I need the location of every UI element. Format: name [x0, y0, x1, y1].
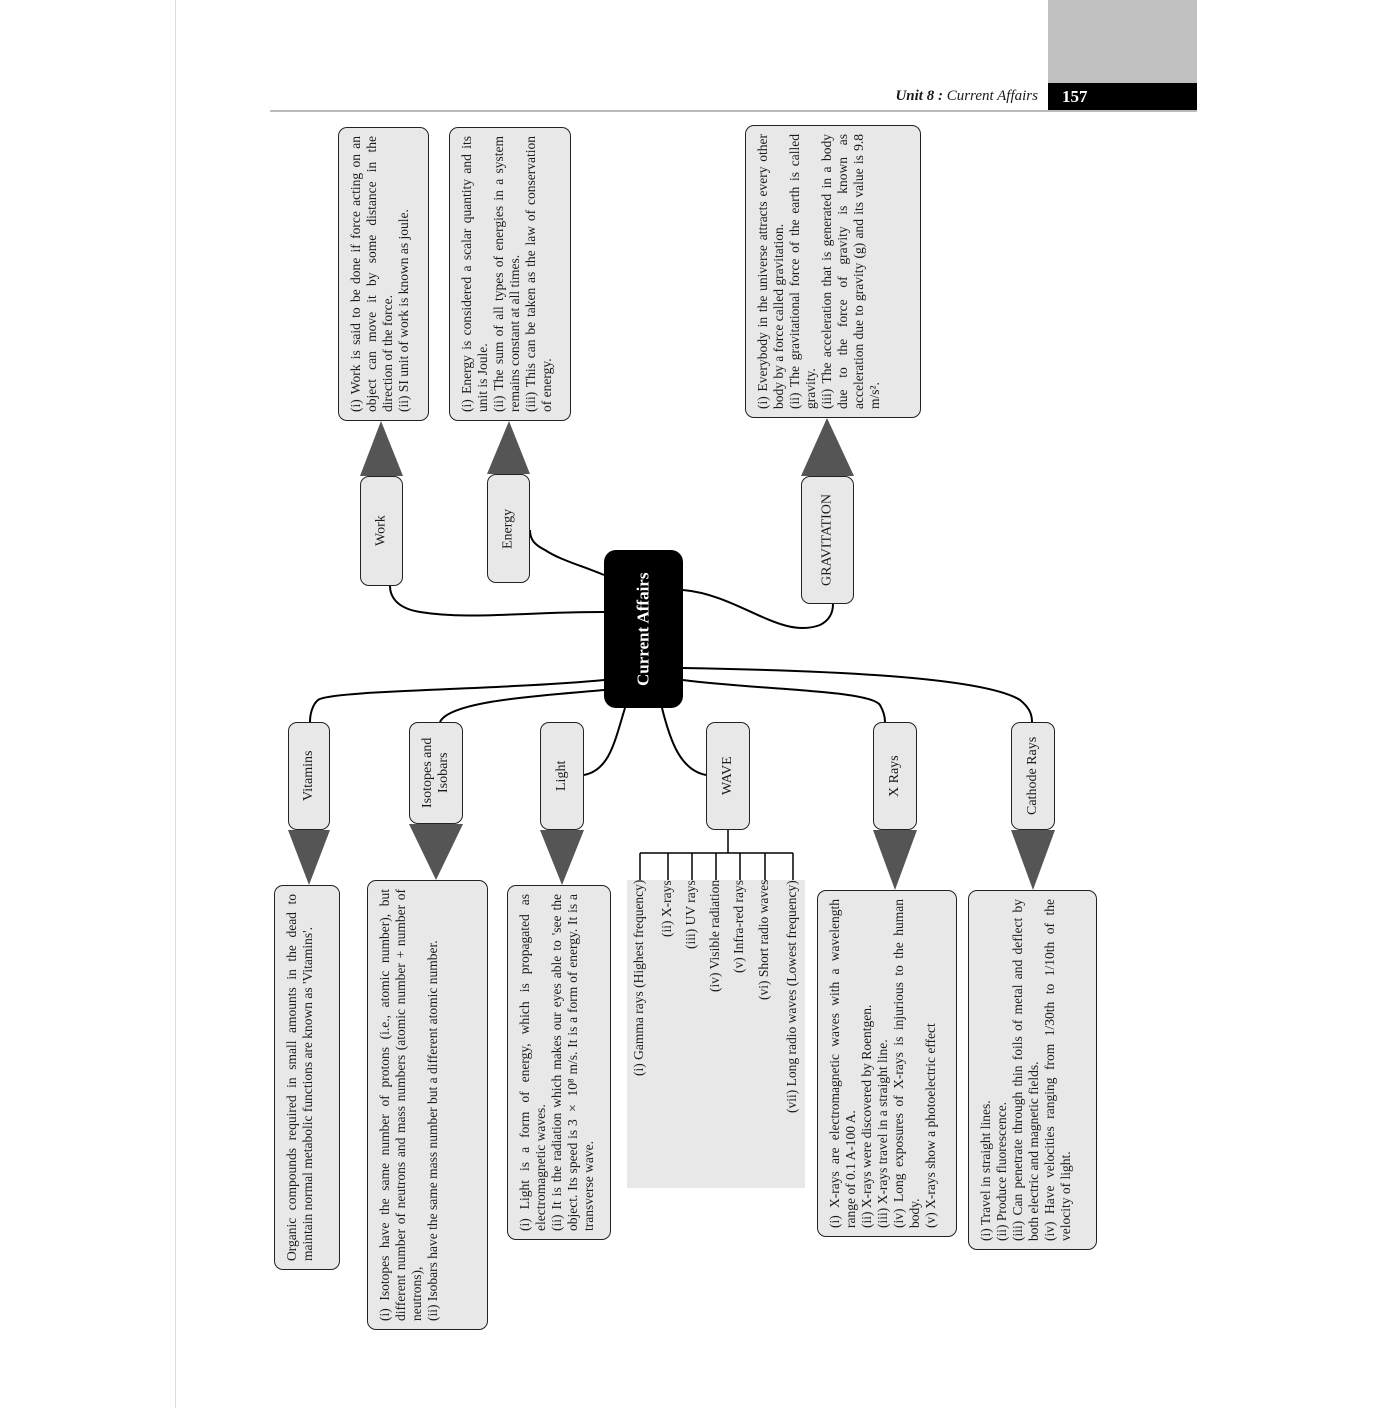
pointer-vitamins: [288, 830, 330, 885]
central-topic: Current Affairs: [604, 550, 683, 708]
connector-vitamins: [309, 679, 605, 723]
wave-item-text: (iii) UV rays: [683, 880, 698, 949]
header-tab: [1048, 0, 1197, 83]
wave-item-text: (iv) Visible radiation: [707, 880, 722, 993]
pointer-gravitation: [801, 418, 854, 476]
detail-line: (ii) X-rays were discovered by Roentgen.: [859, 1004, 874, 1228]
connector-energy: [529, 529, 605, 576]
node-label: GRAVITATION: [819, 494, 835, 586]
detail-line: (iii) The acceleration that is generated…: [819, 134, 882, 409]
detail-line: (i) Energy is considered a scalar quanti…: [459, 136, 490, 412]
detail-work: (i) Work is said to be done if force act…: [338, 127, 429, 421]
node-work: Work: [360, 476, 403, 586]
detail-isotopes: (i) Isotopes have the same number of pro…: [367, 880, 488, 1330]
wave-tree: [639, 830, 794, 880]
central-topic-text: Current Affairs: [633, 572, 653, 686]
detail-line: (i) Work is said to be done if force act…: [348, 136, 395, 412]
detail-line: (iv) Long exposures of X-rays is injurio…: [891, 899, 922, 1228]
connector-cathode: [682, 667, 1033, 723]
detail-line: (i) Isotopes have the same number of pro…: [377, 889, 424, 1321]
pointer-cathode: [1011, 830, 1055, 890]
connector-gravitation: [682, 589, 834, 630]
detail-line: (i) Light is a form of energy, which is …: [517, 894, 548, 1231]
wave-item: (vi) Short radio waves: [756, 880, 776, 1180]
node-label: Energy: [500, 508, 516, 549]
detail-line: (i) Travel in straight lines.: [978, 1100, 993, 1241]
wave-item: (iii) UV rays: [683, 880, 703, 1180]
detail-line: (iii) Can penetrate through thin foils o…: [1010, 899, 1041, 1241]
wave-item-text: (ii) X-rays: [659, 880, 674, 937]
node-label: Vitamins: [301, 750, 316, 802]
detail-line: (ii) Isobars have the same mass number b…: [425, 940, 440, 1321]
node-vitamins: Vitamins: [288, 722, 330, 830]
connector-work: [389, 585, 605, 617]
node-wave: WAVE: [706, 722, 750, 830]
detail-line: (ii) The gravitational force of the eart…: [787, 134, 818, 409]
wave-item: (v) Infra-red rays: [731, 880, 751, 1180]
detail-line: (i) X-rays are electromagnetic waves wit…: [827, 899, 858, 1228]
page-number: 157: [1048, 83, 1197, 110]
connector-isotopes: [439, 689, 605, 723]
pointer-work: [360, 421, 403, 476]
connector-light: [583, 707, 626, 776]
detail-line: (iii) X-rays travel in a straight line.: [875, 1039, 890, 1228]
node-label: X Rays: [887, 755, 902, 797]
detail-light: (i) Light is a form of energy, which is …: [507, 885, 611, 1240]
detail-vitamins: Organic compounds required in small amou…: [274, 885, 340, 1270]
detail-line: (ii) The sum of all types of energies in…: [491, 136, 522, 412]
node-xrays: X Rays: [873, 722, 917, 830]
detail-cathode: (i) Travel in straight lines. (ii) Produ…: [968, 890, 1097, 1250]
pointer-light: [540, 830, 584, 885]
detail-gravitation: (i) Everybody in the universe attracts e…: [745, 125, 921, 418]
detail-line: (i) Everybody in the universe attracts e…: [755, 134, 786, 409]
detail-xrays: (i) X-rays are electromagnetic waves wit…: [817, 890, 957, 1237]
pointer-isotopes: [409, 824, 463, 880]
unit-label: Unit 8 :: [895, 88, 943, 104]
node-cathode: Cathode Rays: [1011, 722, 1055, 830]
detail-line: (ii) Produce fluorescence.: [994, 1101, 1009, 1241]
connector-wave: [661, 707, 707, 776]
pointer-xrays: [873, 830, 917, 890]
wave-item: (iv) Visible radiation: [707, 880, 727, 1180]
wave-item-text: (vi) Short radio waves: [756, 880, 771, 1001]
detail-energy: (i) Energy is considered a scalar quanti…: [449, 127, 571, 421]
node-energy: Energy: [487, 474, 530, 583]
node-label: Light: [554, 760, 569, 792]
node-label: Cathode Rays: [1025, 736, 1040, 816]
page-margin-line: [175, 0, 176, 1408]
wave-list-panel: [627, 880, 805, 1188]
wave-item: (i) Gamma rays (Highest frequency): [631, 880, 651, 1180]
detail-line: (v) X-rays show a photoelectric effect: [923, 1023, 938, 1228]
node-label: Isotopes and Isobars: [420, 737, 451, 809]
node-isotopes: Isotopes and Isobars: [409, 722, 463, 824]
detail-line: (ii) SI unit of work is known as joule.: [396, 209, 411, 412]
detail-line: Organic compounds required in small amou…: [284, 894, 315, 1261]
pointer-energy: [487, 421, 530, 474]
wave-item-text: (i) Gamma rays (Highest frequency): [631, 880, 646, 1077]
node-label: WAVE: [720, 756, 735, 796]
wave-item: (ii) X-rays: [659, 880, 679, 1180]
detail-line: (iv) Have velocities ranging from 1/30th…: [1042, 899, 1073, 1241]
wave-item-text: (vii) Long radio waves (Lowest frequency…: [784, 880, 799, 1113]
running-header: Unit 8 : Current Affairs: [895, 88, 1038, 105]
header-rule: [270, 110, 1197, 112]
detail-line: (ii) It is the radiation which makes our…: [549, 894, 596, 1231]
node-label: Work: [373, 515, 389, 547]
wave-item-text: (v) Infra-red rays: [731, 880, 746, 973]
connector-xrays: [682, 679, 886, 723]
detail-line: (iii) This can be taken as the law of co…: [523, 136, 554, 412]
node-light: Light: [540, 722, 584, 830]
chapter-title: Current Affairs: [946, 88, 1038, 104]
node-gravitation: GRAVITATION: [801, 476, 854, 604]
wave-item: (vii) Long radio waves (Lowest frequency…: [784, 880, 804, 1180]
